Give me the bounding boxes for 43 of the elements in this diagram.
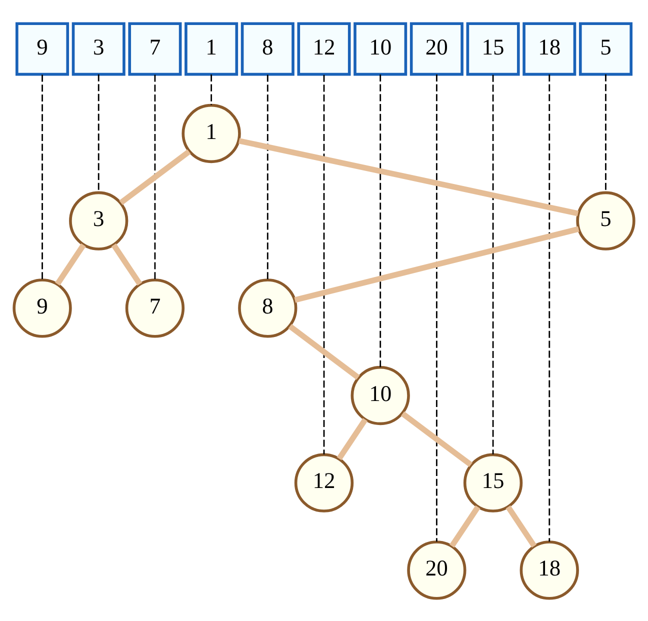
node-circle: 1: [182, 103, 241, 163]
connector: [119, 148, 191, 205]
connector: [294, 226, 580, 302]
connector: [436, 74, 438, 542]
connector: [210, 74, 212, 105]
node-circle: 9: [12, 278, 72, 338]
connector: [548, 74, 550, 542]
node-circle: 12: [294, 452, 354, 512]
node-circle: 3: [69, 190, 128, 250]
connector: [323, 74, 325, 454]
connector: [506, 504, 537, 548]
node-box: 3: [72, 22, 126, 76]
connector: [492, 74, 494, 454]
node-circle: 15: [463, 452, 523, 512]
node-box: 12: [297, 22, 351, 76]
node-circle: 10: [350, 365, 410, 425]
node-box: 5: [578, 22, 632, 76]
connector: [380, 74, 382, 367]
node-box: 18: [522, 22, 576, 76]
node-box: 15: [466, 22, 520, 76]
connector: [42, 74, 43, 280]
connector: [336, 418, 368, 460]
connector: [266, 74, 268, 280]
connector: [605, 74, 606, 192]
connector: [238, 138, 579, 216]
node-box: 1: [184, 22, 238, 76]
node-box: 8: [240, 22, 294, 76]
node-box: 7: [128, 22, 182, 76]
connector: [111, 242, 142, 286]
node-circle: 18: [520, 540, 579, 600]
node-circle: 7: [125, 278, 185, 338]
connector: [154, 74, 156, 280]
connector: [55, 242, 86, 286]
connector: [98, 74, 100, 192]
connector: [400, 410, 473, 467]
connector: [449, 504, 480, 548]
node-circle: 5: [576, 190, 636, 250]
node-box: 10: [354, 22, 408, 76]
node-box: 9: [16, 22, 70, 76]
node-circle: 8: [238, 278, 298, 338]
connector: [288, 324, 360, 380]
node-circle: 20: [407, 540, 466, 600]
node-box: 20: [410, 22, 464, 76]
